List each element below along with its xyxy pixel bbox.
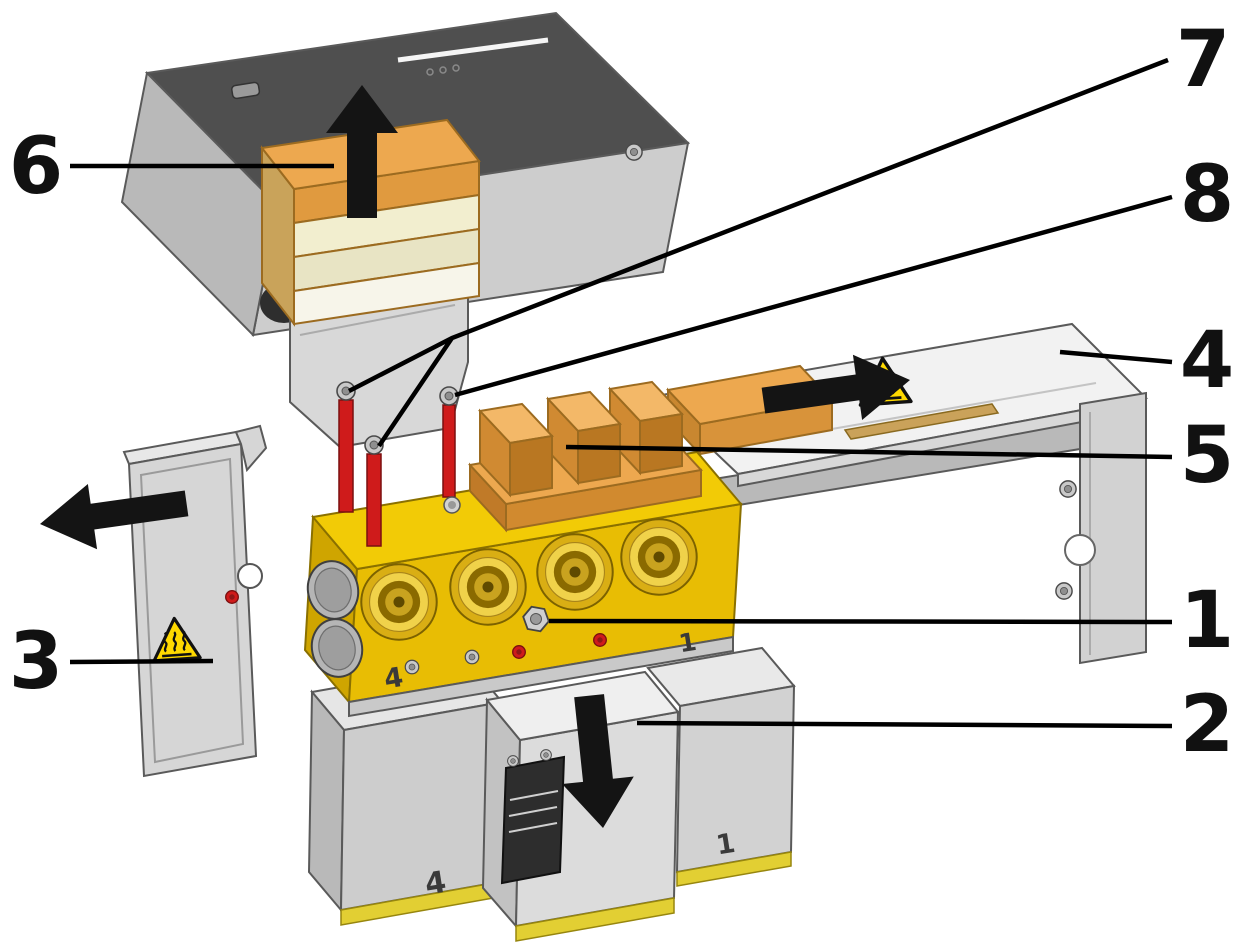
callout-3-label: 3 [9,617,63,707]
callout-1-label: 1 [1180,576,1234,666]
enclosure-screw-icon [625,143,643,161]
manifold-port-icon [536,533,614,611]
callout-6-label: 6 [9,122,63,212]
comb-insert [468,380,703,533]
leader-line-4 [1059,349,1173,365]
valve-modules: 4 1 [307,646,796,942]
cover-right-bracket [1079,391,1147,665]
rail-screw-red-icon [593,633,607,647]
heater-channel-slot [843,403,1000,440]
manifold-left-marking: 4 [382,662,405,696]
manifold-base-rail [348,635,734,718]
leader-line-3 [69,658,214,665]
rail-screw-icon [464,649,480,665]
valve-module-right: 1 [646,646,796,887]
panel-face [127,442,258,778]
insulation-stack [260,85,481,327]
leader-line-1 [548,618,1173,625]
leader-line-2 [636,720,1173,729]
right-arrow-icon [761,354,910,421]
manifold-right-marking: 1 [677,627,699,658]
callout-7-label: 7 [1176,15,1230,105]
down-arrow-icon [562,694,634,828]
leader-line-7 [347,57,1169,448]
callout-labels: 6 7 8 4 5 1 2 3 [9,15,1234,770]
fastener-set [336,381,461,547]
valve-right-marking: 1 [714,828,737,862]
comb-tooth [477,402,555,498]
vent-slot [397,37,549,63]
connector-screw-icon [507,755,519,767]
callout-8-label: 8 [1180,150,1234,240]
indicator-dots [426,64,460,76]
stack-slab-white [293,261,480,326]
bracket-screw-icon [1055,582,1073,600]
rail-screw-red-icon [512,645,526,659]
bracket-screw-icon [1059,480,1077,498]
up-arrow-icon [326,85,398,218]
left-arrow-icon [40,483,189,550]
callout-4-label: 4 [1180,316,1234,406]
callout-2-label: 2 [1180,680,1234,770]
panel-notch [237,563,263,589]
valve-strip [676,851,792,887]
callout-5-label: 5 [1180,411,1234,501]
valve-strip [515,897,675,942]
left-cover-panel [40,424,268,778]
manifold-port-icon [620,518,698,596]
panel-screw-red-icon [225,590,239,604]
valve-module-center [481,670,680,942]
panel-hook [234,424,268,473]
manifold-hex-plug [522,605,550,633]
valve-connector [500,749,566,885]
manifold-port-icon [449,548,527,626]
comb-tooth [545,390,623,486]
comb-tooth [607,380,685,476]
guide-pin [338,399,354,513]
guide-pin [366,453,382,547]
leader-line-5 [565,444,1173,460]
leader-lines [69,57,1173,729]
leader-line-8 [454,194,1173,398]
bracket-notch [1064,534,1096,566]
guide-pin [442,404,456,498]
enclosure-left-face [120,70,280,338]
right-cover-assembly [653,322,1149,665]
latch-icon [231,81,261,100]
rail-screw-icon [404,659,420,675]
set-bolt-icon [443,496,461,514]
panel-bevel [139,457,245,764]
connector-screw-icon [540,749,552,761]
heater-slide-plate [666,364,834,457]
manifold-port-icon [360,563,438,641]
